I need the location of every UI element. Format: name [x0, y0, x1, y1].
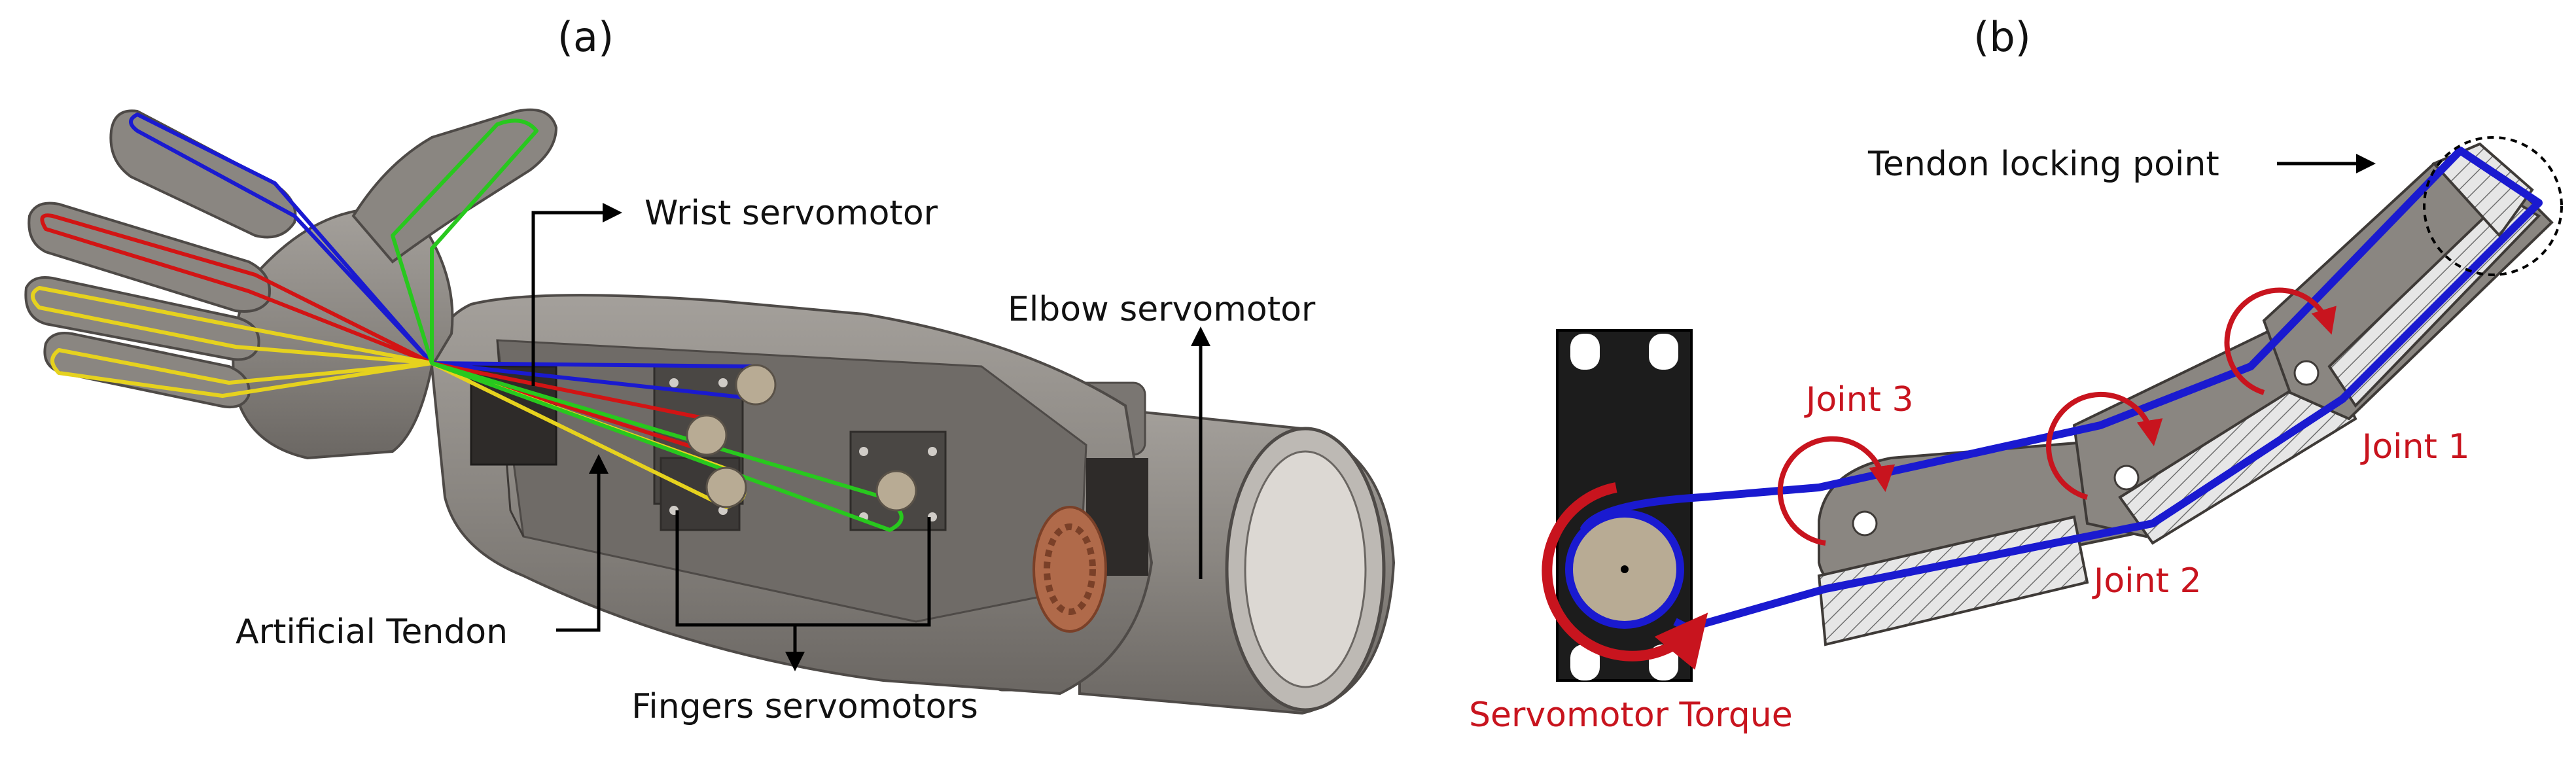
- label-joint1: Joint 1: [2360, 427, 2470, 467]
- annotation-fingers: Fingers servomotors: [631, 510, 978, 726]
- annotation-tendon: Artificial Tendon: [236, 454, 609, 652]
- panel-b-label: (b): [1973, 13, 2031, 61]
- finger-links: [1817, 142, 2554, 646]
- tendon-path: [1579, 147, 2543, 632]
- locking-point-circle: [2423, 136, 2563, 276]
- label-servomotor-torque: Servomotor Torque: [1469, 696, 1793, 735]
- label-elbow-servomotor: Elbow servomotor: [1008, 290, 1316, 329]
- label-artificial-tendon: Artificial Tendon: [236, 612, 508, 652]
- label-joint2: Joint 2: [2092, 561, 2202, 601]
- elbow-gear: [1032, 506, 1107, 633]
- servo-pulleys: [686, 364, 917, 512]
- joint3-arc: [1777, 436, 1895, 546]
- label-tendon-locking-point: Tendon locking point: [1867, 145, 2219, 184]
- panel-a-label: (a): [557, 13, 614, 61]
- panel-a: (a): [24, 13, 1396, 726]
- annotation-wrist: Wrist servomotor: [531, 194, 938, 386]
- tendon-green: [391, 118, 904, 532]
- joint1-arc: [2224, 287, 2337, 395]
- panel-b: (b): [1469, 13, 2563, 735]
- joint2-arc: [2046, 391, 2163, 500]
- annotation-elbow: Elbow servomotor: [1008, 290, 1316, 579]
- annotation-locking: Tendon locking point: [1867, 145, 2376, 184]
- label-joint3: Joint 3: [1804, 380, 1914, 419]
- label-wrist-servomotor: Wrist servomotor: [644, 194, 938, 233]
- joint-arcs: [1777, 287, 2337, 546]
- label-fingers-servomotors: Fingers servomotors: [631, 687, 978, 726]
- servo-torque-arc: [1542, 482, 1708, 670]
